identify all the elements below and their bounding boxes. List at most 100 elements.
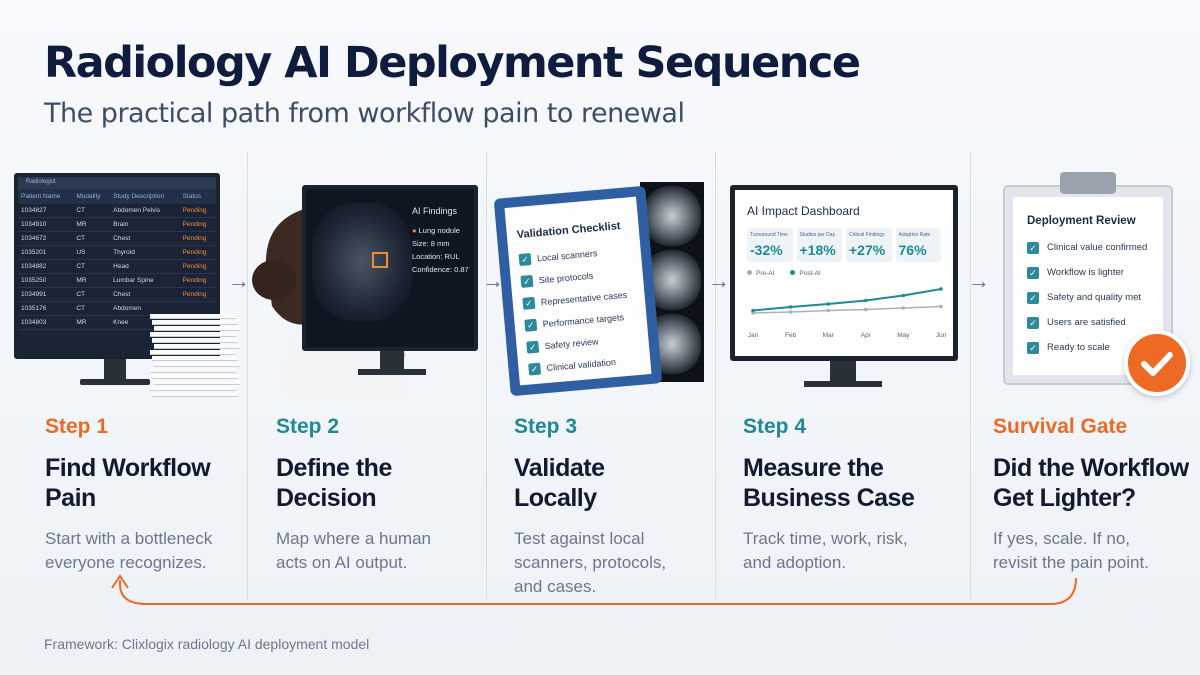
review-item: ✓Users are satisfied <box>1027 310 1149 335</box>
checkbox-checked-icon: ✓ <box>1027 266 1039 279</box>
data-point <box>788 305 793 309</box>
paper-sheet <box>154 344 240 349</box>
x-tick-label: Jun <box>936 332 947 339</box>
x-tick-label: Mar <box>823 332 835 339</box>
monitor-base <box>80 379 150 385</box>
checklist-item-label: Safety review <box>544 336 599 352</box>
scan-monitor: AI Findings ● Lung nodule Size: 8 mm Loc… <box>302 185 478 351</box>
paper-sheet <box>150 332 236 337</box>
x-tick-label: Feb <box>785 332 797 339</box>
worklist-cell: 1035250 <box>18 273 74 289</box>
checkbox-checked-icon: ✓ <box>1027 241 1039 254</box>
review-item-label: Clinical value confirmed <box>1047 242 1148 253</box>
paper-sheet <box>154 380 240 385</box>
paper-sheet <box>152 374 238 379</box>
paper-sheet <box>152 392 238 397</box>
impact-line-chart: Jan Feb Mar Apr May Jun <box>748 287 947 339</box>
worklist-cell: Lumbar Spine <box>110 273 180 289</box>
step-label: Step 4 <box>743 415 807 438</box>
worklist-cell: Pending <box>179 287 216 303</box>
worklist-cell: Pending <box>179 217 216 233</box>
x-tick-label: Jan <box>748 332 759 339</box>
checklist-item-label: Clinical validation <box>546 356 617 374</box>
column-divider <box>970 152 971 600</box>
data-point <box>901 306 906 310</box>
step-description: Track time, work, risk,and adoption. <box>743 529 908 572</box>
kpi-label: Turnaround Time <box>750 232 788 238</box>
page-subtitle: The practical path from workflow pain to… <box>44 98 685 129</box>
step-label: Step 2 <box>276 415 340 438</box>
worklist-title: Radiologist <box>18 177 216 189</box>
column-divider <box>715 152 716 600</box>
data-point <box>864 298 868 303</box>
finding-dot-icon: ● <box>412 226 417 235</box>
finding-location: Location: RUL <box>412 252 460 261</box>
monitor-stand <box>104 359 126 381</box>
data-point <box>939 304 943 309</box>
ct-scan-image <box>312 203 412 321</box>
review-item: ✓ Workflow is lighter <box>1027 260 1149 285</box>
kpi-label: Critical Findings <box>849 232 885 238</box>
checkbox-checked-icon: ✓ <box>522 296 536 310</box>
worklist-cell: Abdomen Pelvis <box>110 204 180 219</box>
review-title: Deployment Review <box>1027 215 1136 227</box>
paper-sheet <box>154 362 240 367</box>
finding-confidence: Confidence: 0.87 <box>412 265 469 274</box>
checkbox-checked-icon: ✓ <box>524 318 538 332</box>
paper-stack-icon <box>150 314 240 400</box>
review-item: ✓Ready to scale <box>1027 335 1149 360</box>
worklist-cell: 1034803 <box>18 315 74 331</box>
kpi-value: 76% <box>898 242 927 258</box>
nodule-marker <box>372 252 388 268</box>
monitor-base <box>804 381 882 387</box>
data-point <box>788 310 793 314</box>
worklist-header: Patient Name <box>18 189 74 204</box>
worklist-cell: Pending <box>179 273 216 289</box>
data-point <box>751 308 755 313</box>
paper-sheet <box>152 320 238 325</box>
flow-arrow-icon: → <box>968 268 990 293</box>
kpi-card: Studies per Day+18% <box>796 228 842 262</box>
chart-legend: Pre-AI Post-AI <box>747 270 941 277</box>
worklist-cell: Chest <box>110 287 180 303</box>
checkbox-checked-icon: ✓ <box>1027 291 1039 304</box>
column-divider <box>486 152 487 600</box>
kpi-label: Studies per Day <box>799 232 836 238</box>
worklist-cell: Pending <box>179 204 216 219</box>
review-clipboard: Deployment Review ✓ Clinical value confir… <box>1003 185 1173 385</box>
checklist-item-label: Local scanners <box>536 248 598 264</box>
monitor-stand <box>380 351 404 371</box>
step-description: If yes, scale. If no,revisit the pain po… <box>993 529 1149 572</box>
worklist-cell: 1035201 <box>18 245 74 261</box>
worklist-cell: CT <box>73 259 111 275</box>
data-point <box>826 308 830 313</box>
x-tick-label: May <box>897 332 910 339</box>
page-title: Radiology AI Deployment Sequence <box>44 38 861 88</box>
checkbox-checked-icon: ✓ <box>518 252 532 266</box>
step-label: Survival Gate <box>993 415 1128 438</box>
worklist-monitor: Radiologist Patient Name Modality Study … <box>14 173 220 359</box>
validation-clipboard: Validation Checklist ✓Local scanners✓Sit… <box>493 185 663 397</box>
worklist-cell: Brain <box>110 217 180 233</box>
review-item-label: Workflow is lighter <box>1047 267 1124 278</box>
paper-sheet <box>150 368 236 373</box>
review-item: ✓ Clinical value confirmed <box>1027 235 1149 260</box>
worklist-cell: 1034882 <box>18 259 74 275</box>
worklist-cell: CT <box>73 287 111 303</box>
paper-sheet <box>152 356 238 361</box>
x-tick-label: Apr <box>861 332 872 339</box>
ai-findings-title: AI Findings <box>412 206 458 216</box>
